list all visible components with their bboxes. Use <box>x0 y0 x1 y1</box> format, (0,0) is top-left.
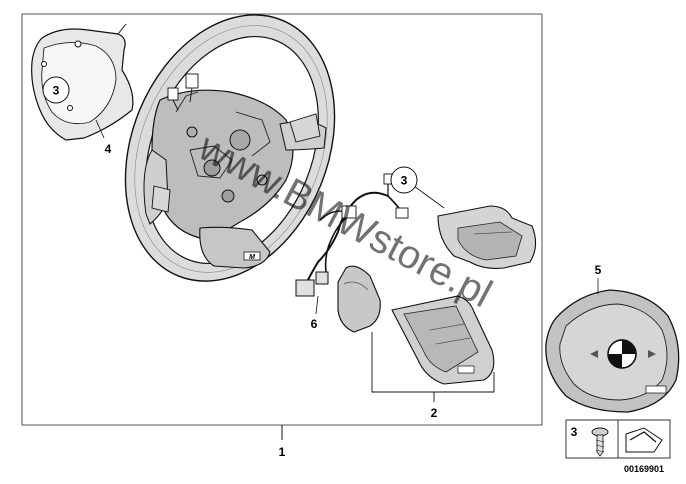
lower-cover-right-part-2[interactable] <box>391 295 495 385</box>
upper-trim-cover-part-3[interactable] <box>437 205 537 269</box>
arrow-icon <box>625 427 663 453</box>
wiring-harness-part-6[interactable] <box>295 173 409 297</box>
callout-1: 1 <box>279 445 286 459</box>
leader-3-right <box>413 185 445 209</box>
callout-circle-3-top-left <box>42 76 70 104</box>
callout-circle-3-right <box>390 166 418 194</box>
m-badge-text: M <box>249 254 255 261</box>
callout-3-inset: 3 <box>571 425 578 439</box>
leader-6 <box>315 295 319 315</box>
callout-2: 2 <box>431 406 438 420</box>
screw-icon <box>591 427 609 457</box>
lower-cover-left-part-2[interactable] <box>337 265 381 333</box>
callout-6: 6 <box>311 317 318 331</box>
diagram-number: 00169901 <box>624 464 664 474</box>
callout-4: 4 <box>105 142 112 156</box>
callout-5: 5 <box>595 263 602 277</box>
rear-cover-part-4[interactable] <box>31 23 134 141</box>
airbag-module-part-5[interactable] <box>545 289 680 413</box>
leader-2-bracket <box>371 332 495 393</box>
callout-3-right: 3 <box>401 174 408 188</box>
callout-3-top-left: 3 <box>53 84 60 98</box>
steering-wheel-part-1[interactable]: M <box>87 0 372 313</box>
